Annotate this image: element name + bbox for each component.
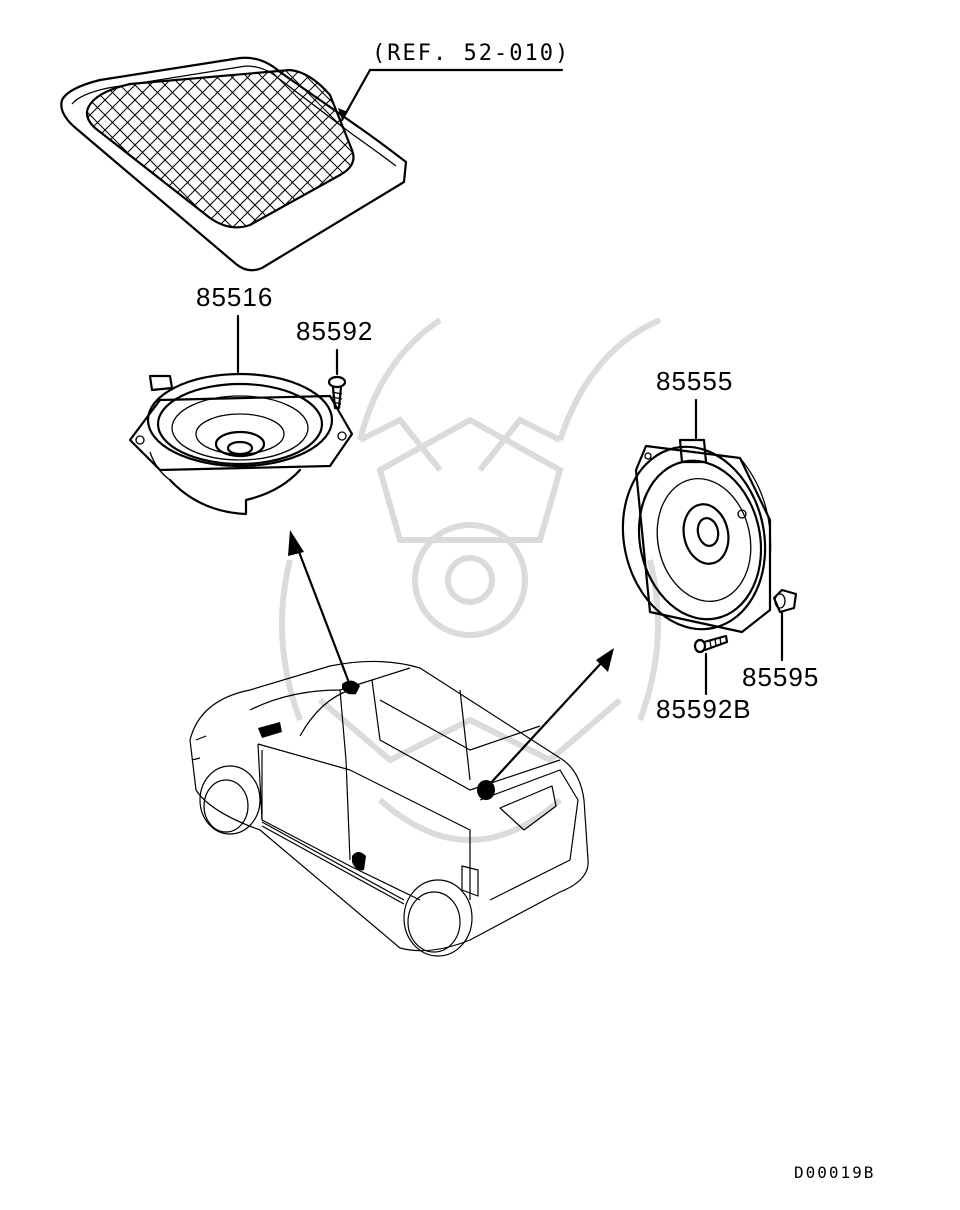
reference-label: (REF. 52-010) xyxy=(372,41,570,66)
rear-speaker-arrow xyxy=(486,648,614,788)
rear-screw[interactable] xyxy=(693,634,729,654)
grille-panel[interactable] xyxy=(0,56,670,272)
rear-nut[interactable] xyxy=(772,588,798,614)
front-screw[interactable] xyxy=(327,375,347,410)
diagram-code: D00019B xyxy=(794,1163,875,1182)
part-85595-label: 85595 xyxy=(742,662,819,692)
part-85592B-label: 85592B xyxy=(656,694,752,724)
reference-leader xyxy=(340,68,564,122)
part-85592-label: 85592 xyxy=(296,316,373,346)
part-85516-label: 85516 xyxy=(196,282,273,312)
reference-arrowhead xyxy=(338,108,348,120)
rear-speaker[interactable] xyxy=(606,433,781,642)
front-speaker-arrow xyxy=(288,530,350,682)
vehicle-outline xyxy=(189,660,589,957)
part-85555-label: 85555 xyxy=(656,366,733,396)
front-speaker[interactable] xyxy=(128,372,354,516)
